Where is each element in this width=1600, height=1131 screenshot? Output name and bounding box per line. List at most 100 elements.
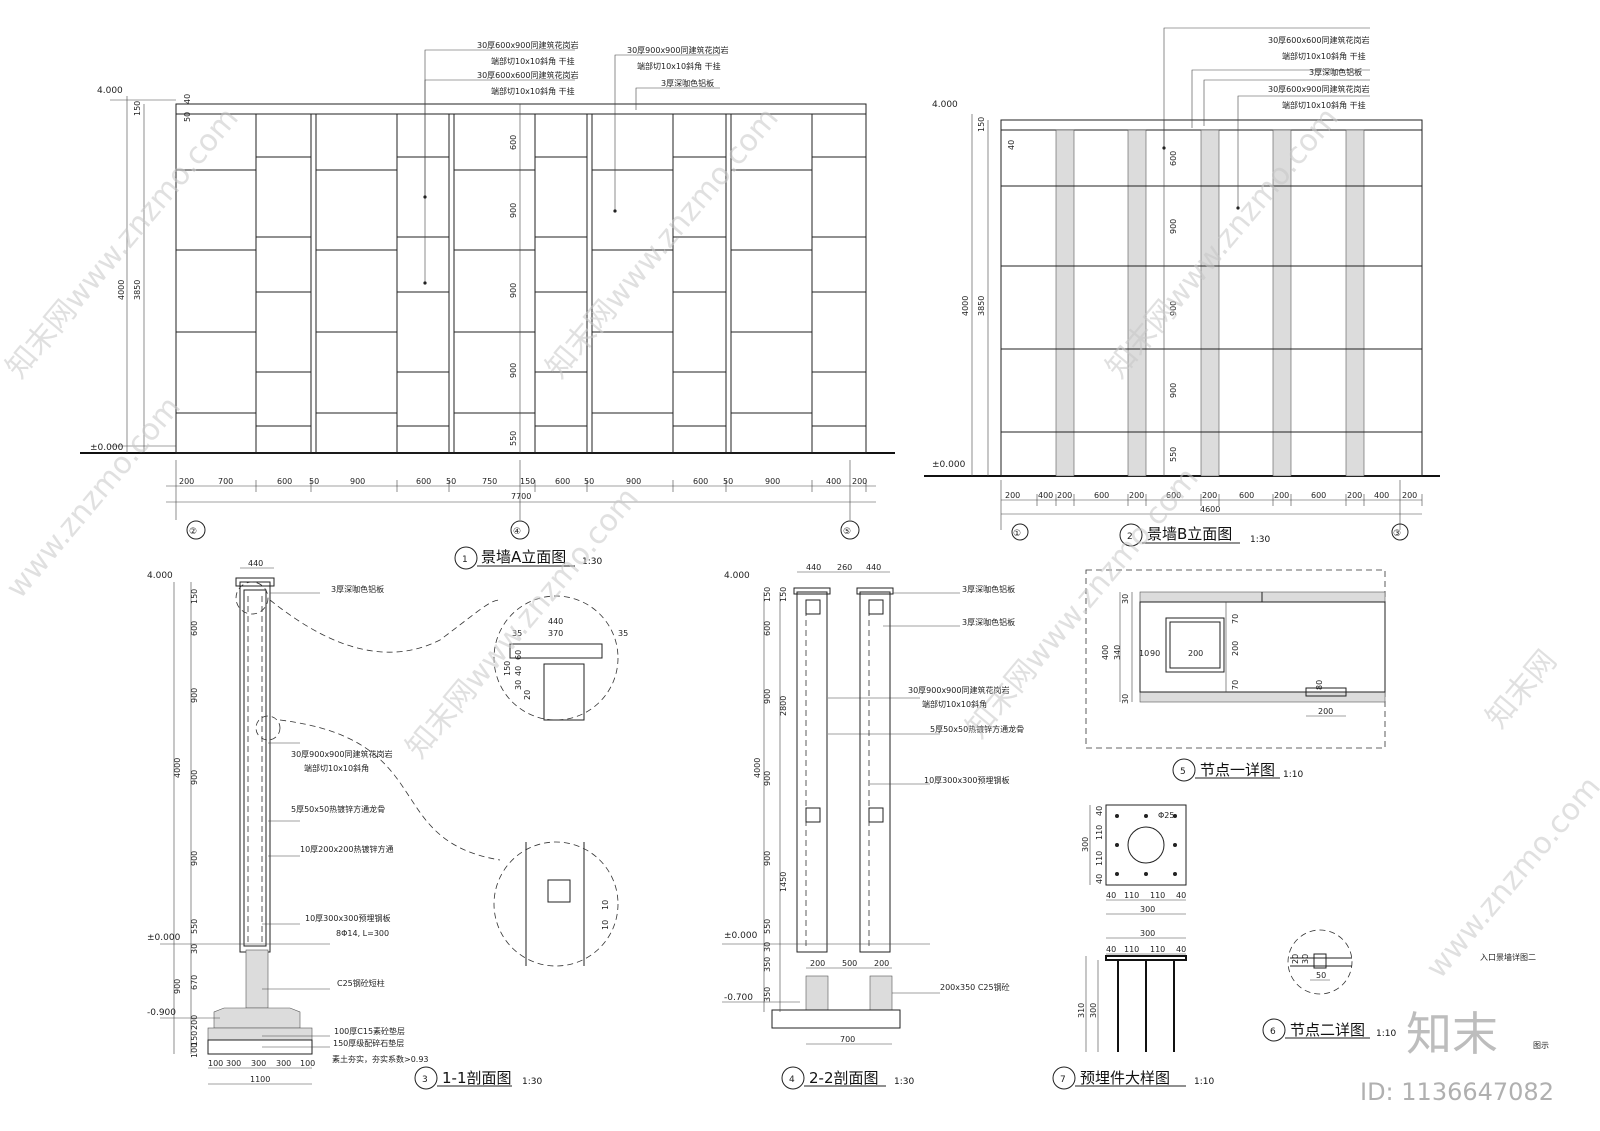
elev-b-note: 30厚600x900同建筑花岗岩	[1268, 84, 1369, 94]
elev-b-note: 3厚深咖色铝板	[1309, 67, 1362, 77]
sec22-vdim: 550	[763, 919, 772, 934]
elev-b-dim: 40	[1007, 140, 1016, 150]
elev-b-note: 30厚600x600同建筑花岗岩	[1268, 35, 1369, 45]
sec11-hdim: 300	[251, 1059, 266, 1068]
elev-a-note: 端部切10x10斜角 干挂	[637, 61, 721, 71]
embed-dim: 40	[1106, 891, 1116, 900]
embed-dim: 40	[1106, 945, 1116, 954]
elev-a-dim-550: 550	[509, 431, 518, 446]
sec22-total: 700	[840, 1035, 855, 1044]
elev-a-title: 景墙A立面图	[481, 548, 566, 566]
elev-b-total: 4600	[1200, 505, 1220, 514]
elev-a-level-zero: ±0.000	[90, 443, 124, 453]
sec11-note: 5厚50x50热镀锌方通龙骨	[291, 804, 385, 814]
elev-a-h-9: 600	[555, 477, 570, 486]
note-top-right: 入口景墙详图二	[1480, 952, 1536, 962]
sec22-bottom-dim: 500	[842, 959, 857, 968]
sec11-level: -0.900	[147, 1008, 176, 1018]
sec11-vdim: 600	[190, 621, 199, 636]
elev-a-h-15: 400	[826, 477, 841, 486]
elev-a-h-7: 750	[482, 477, 497, 486]
node1-dim: 90	[1150, 649, 1160, 658]
sec11-vdim: 900	[173, 979, 182, 994]
section-1-1: 4.000 ±0.000 -0.900 440 150 600 900 4000…	[147, 559, 628, 1090]
sec22-note: 200x350 C25钢砼	[940, 982, 1010, 992]
elev-a-dim-900a: 900	[509, 203, 518, 218]
sec22-note: 5厚50x50热镀锌方通龙骨	[930, 724, 1024, 734]
sec22-vdim: 900	[763, 771, 772, 786]
sec11-detail-dim: 30	[514, 680, 523, 690]
elev-b-dim: 550	[1169, 447, 1178, 462]
sec11-hdim: 300	[226, 1059, 241, 1068]
sec22-top-dim: 440	[806, 563, 821, 572]
watermark: 知末网www.znzmo.com	[539, 101, 785, 385]
elev-b-h: 200	[1129, 491, 1144, 500]
elev-b-h: 200	[1347, 491, 1362, 500]
elev-b-h: 200	[1402, 491, 1417, 500]
sec22-vdim: 900	[763, 851, 772, 866]
elev-a-dim-900b: 900	[509, 283, 518, 298]
node-1-detail: 400 340 30 10 90 200 70 200 70 30 80 200…	[1085, 569, 1386, 782]
elev-b-level-top: 4.000	[932, 100, 958, 110]
sec22-scale: 1:30	[894, 1077, 914, 1087]
sec22-vdim: 350	[763, 957, 772, 972]
elev-b-dim: 150	[977, 117, 986, 132]
sec11-level: 4.000	[147, 571, 173, 581]
sec22-vdim: 150	[763, 587, 772, 602]
sec11-detail-dim: 10	[601, 920, 610, 930]
sec11-note: 150厚级配碎石垫层	[333, 1038, 404, 1048]
sec11-vdim: 150	[190, 1031, 199, 1046]
embed-title-num: 7	[1060, 1075, 1066, 1085]
sec11-detail-dim: 10	[601, 900, 610, 910]
sec11-note: 素土夯实，夯实系数>0.93	[332, 1054, 429, 1064]
elev-a-h-4: 900	[350, 477, 365, 486]
sec11-detail-dim: 370	[548, 629, 563, 638]
sec11-total: 1100	[250, 1075, 270, 1084]
sec22-note: 30厚900x900同建筑花岗岩	[908, 685, 1009, 695]
elev-a-note: 30厚900x900同建筑花岗岩	[627, 45, 728, 55]
embed-dim: 110	[1095, 825, 1104, 840]
elev-b-scale: 1:30	[1250, 535, 1270, 545]
sec22-vdim: 30	[763, 942, 772, 952]
embed-dim: Φ25	[1158, 811, 1174, 820]
elev-b-dim: 600	[1169, 151, 1178, 166]
elevation-b: 4.000 ±0.000 150 3850 4000 600 900 900 9…	[924, 27, 1440, 547]
embed-title: 预埋件大样图	[1080, 1069, 1170, 1087]
embed-dim: 110	[1124, 891, 1139, 900]
embed-dim: 300	[1140, 905, 1155, 914]
elev-b-note: 端部切10x10斜角 干挂	[1282, 100, 1366, 110]
node1-title: 节点一详图	[1200, 761, 1275, 779]
elev-a-note: 3厚深咖色铝板	[661, 78, 714, 88]
sec11-vdim: 30	[190, 944, 199, 954]
node1-dim: 70	[1231, 680, 1240, 690]
elev-a-h-1: 700	[218, 477, 233, 486]
elev-b-dim: 900	[1169, 301, 1178, 316]
elev-a-h-8: 150	[520, 477, 535, 486]
sec11-detail-dim: 35	[512, 629, 522, 638]
embed-dim: 40	[1095, 874, 1104, 884]
sec22-vdim: 150	[779, 587, 788, 602]
brand-id: ID: 1136647082	[1360, 1078, 1554, 1106]
sec11-note: 8Φ14, L=300	[336, 929, 389, 938]
sec11-vdim: 100	[190, 1043, 199, 1058]
elev-b-note: 端部切10x10斜角 干挂	[1282, 51, 1366, 61]
embed-dim: 110	[1150, 945, 1165, 954]
elev-a-h-13: 50	[723, 477, 733, 486]
elev-a-h-2: 600	[277, 477, 292, 486]
elev-a-scale: 1:30	[582, 557, 602, 567]
sec11-note: 3厚深咖色铝板	[331, 584, 384, 594]
node1-dim: 30	[1121, 694, 1130, 704]
watermark: 知末网	[1479, 644, 1564, 735]
brand-block: 知末 图示 ID: 1136647082	[1360, 1007, 1554, 1106]
elev-a-note: 端部切10x10斜角 干挂	[491, 86, 575, 96]
embed-dim: 310	[1077, 1003, 1086, 1018]
sec11-title: 1-1剖面图	[442, 1069, 512, 1087]
axis-label: ②	[189, 527, 197, 537]
node1-title-num: 5	[1180, 767, 1186, 777]
sec11-detail-dim: 60	[514, 650, 523, 660]
axis-label: ③	[1393, 529, 1401, 539]
embed-plate-detail: Φ25 40 110 110 40 300 40 110 110 40 300 …	[1052, 804, 1214, 1090]
sec11-note: 端部切10x10斜角	[304, 763, 369, 773]
elev-a-note: 30厚600x900同建筑花岗岩	[477, 40, 578, 50]
elev-b-h: 200	[1005, 491, 1020, 500]
